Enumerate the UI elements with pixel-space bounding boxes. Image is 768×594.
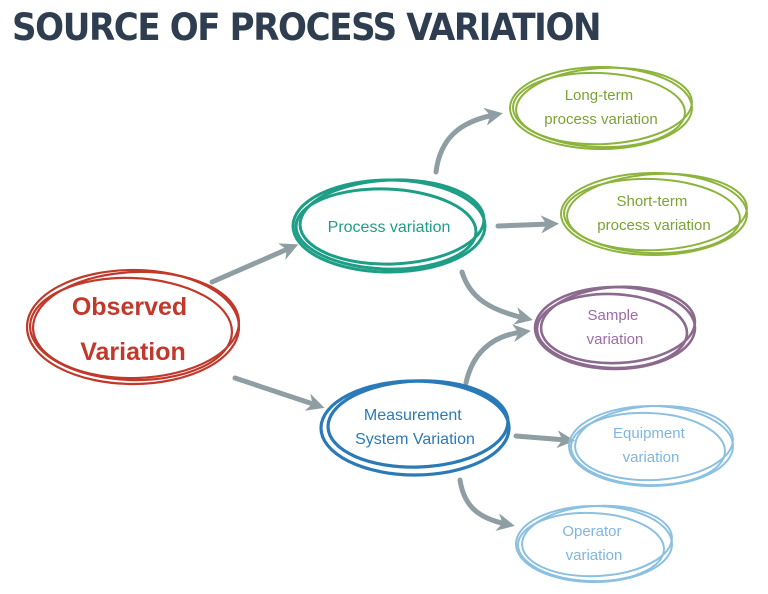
arrow-process-to-sample	[459, 269, 533, 325]
short-term-sketch-ellipse	[560, 172, 748, 256]
measurement-sketch-ellipse	[319, 379, 511, 477]
equipment-label-line1: Equipment	[613, 425, 686, 442]
sample-label-line1: Sample	[587, 307, 638, 324]
svg-text:Sample variation: Sample variation	[587, 307, 644, 348]
node-operator-variation: Operator variation	[515, 504, 673, 583]
equipment-label-line2: variation	[623, 449, 680, 466]
node-observed-variation: Observed Variation	[25, 268, 241, 386]
arrow-measurement-to-sample	[463, 324, 531, 386]
node-measurement-system-variation: Measurement System Variation	[319, 379, 511, 477]
operator-label-line1: Operator	[562, 523, 621, 540]
svg-text:Measurement System Varia: Measurement System Variation	[355, 407, 475, 448]
observed-sketch-ellipse	[25, 268, 241, 386]
long-term-label-line1: Long-term	[565, 87, 633, 104]
node-sample-variation: Sample variation	[533, 285, 697, 371]
arrows	[209, 107, 575, 531]
svg-text:Operator variation: Operator variation	[562, 523, 625, 564]
measurement-label-line1: Measurement	[364, 407, 462, 424]
node-equipment-variation: Equipment variation	[568, 404, 734, 487]
operator-label-line2: variation	[566, 547, 623, 564]
svg-text:Equipment variation: Equipment variation	[613, 425, 689, 466]
node-process-variation: Process variation	[291, 178, 487, 274]
node-long-term-process-variation: Long-term process variation	[509, 66, 693, 150]
measurement-label-line2: System Variation	[355, 431, 475, 448]
arrow-observed-to-process	[209, 243, 299, 285]
svg-text:Short-term process varia: Short-term process variation	[597, 193, 710, 234]
short-term-label-line2: process variation	[597, 217, 710, 234]
equipment-sketch-ellipse	[568, 404, 734, 487]
sample-sketch-ellipse	[533, 285, 697, 371]
arrow-measurement-to-equipment	[513, 430, 575, 449]
svg-text:Long-term process variat: Long-term process variation	[544, 87, 657, 128]
arrow-measurement-to-operator	[457, 477, 515, 531]
observed-label-line1: Observed	[72, 293, 187, 321]
arrow-process-to-short-term	[495, 215, 559, 234]
observed-label-line2: Variation	[80, 338, 186, 366]
long-term-sketch-ellipse	[509, 66, 693, 150]
long-term-label-line2: process variation	[544, 111, 657, 128]
arrow-observed-to-measurement	[232, 375, 325, 411]
page-title: SOURCE OF PROCESS VARIATION	[12, 6, 602, 49]
process-sketch-ellipse	[291, 178, 487, 274]
node-short-term-process-variation: Short-term process variation	[560, 172, 748, 256]
operator-sketch-ellipse	[515, 504, 673, 583]
short-term-label-line1: Short-term	[616, 193, 687, 210]
svg-text:Observed Variation: Observed Variation	[72, 293, 194, 366]
sample-label-line2: variation	[587, 331, 644, 348]
arrow-process-to-long-term	[433, 107, 503, 175]
svg-text:Process variation: Process variation	[328, 219, 451, 236]
process-label: Process variation	[328, 219, 451, 236]
